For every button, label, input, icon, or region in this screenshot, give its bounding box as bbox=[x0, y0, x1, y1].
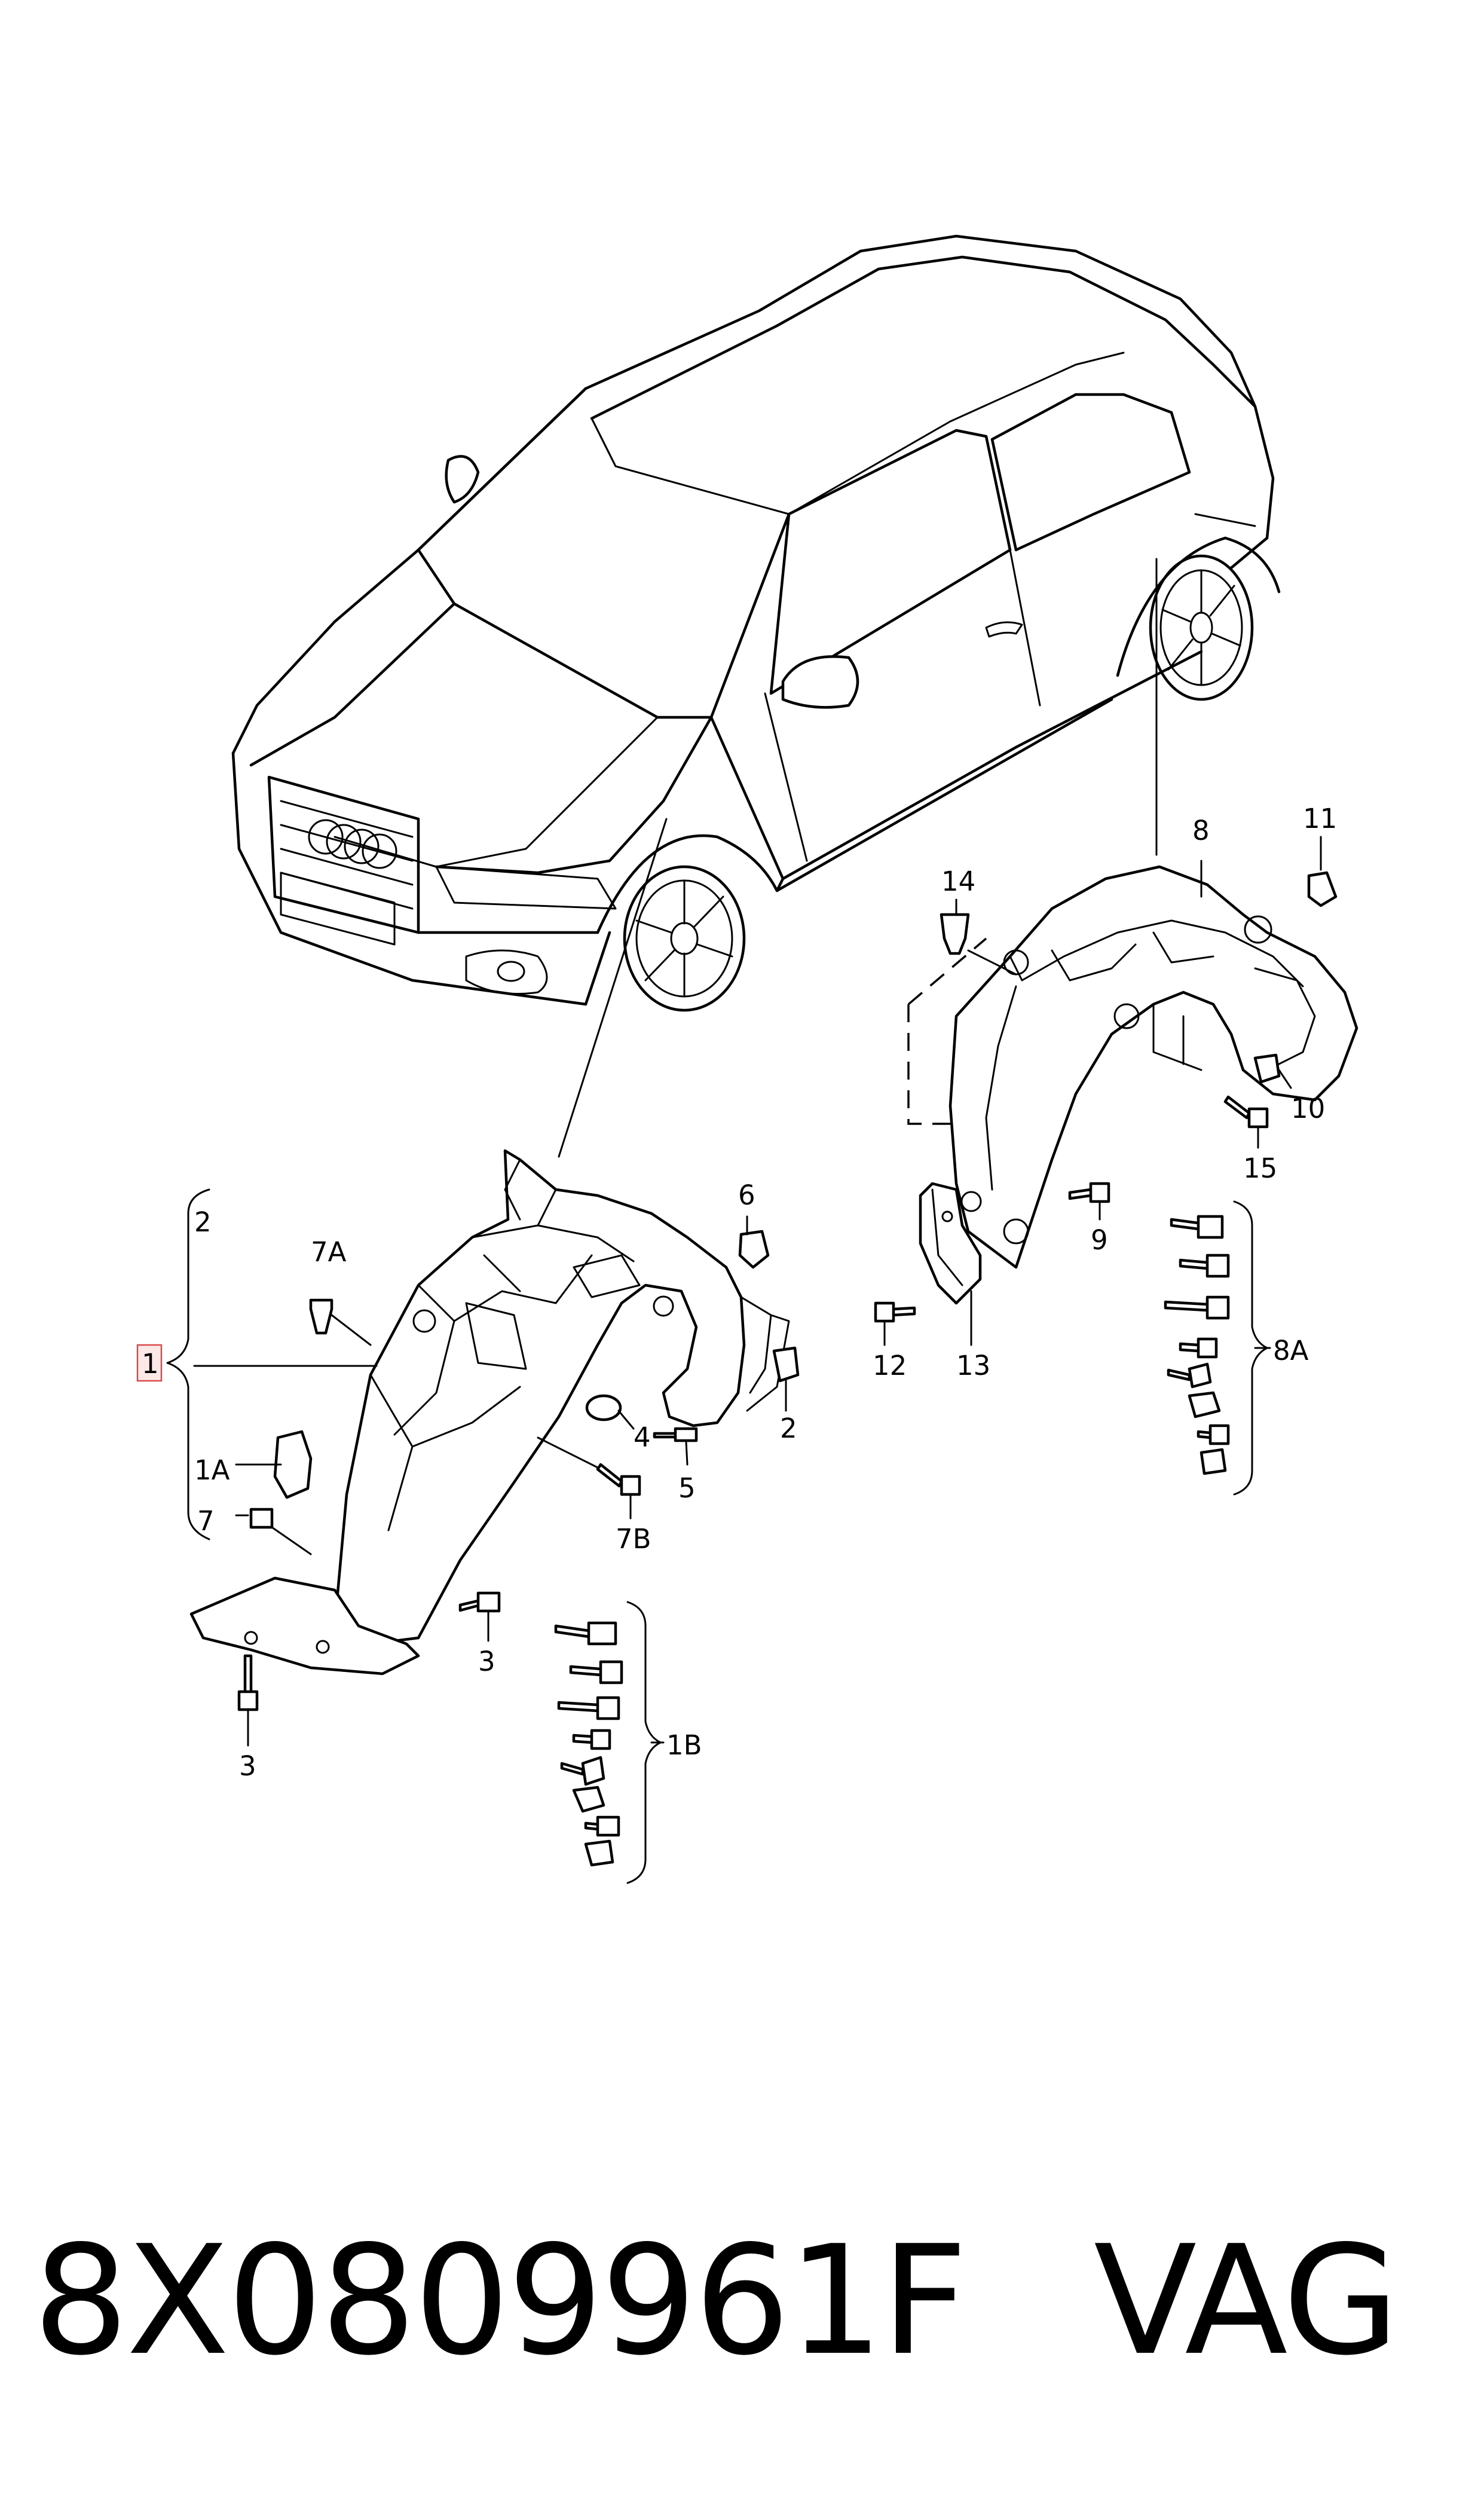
clip-2-icon bbox=[772, 1346, 800, 1383]
nut-10-icon bbox=[1253, 1053, 1281, 1084]
callout-3-upper: 3 bbox=[478, 1646, 495, 1677]
callout-9: 9 bbox=[1091, 1224, 1108, 1256]
screw-3a-icon bbox=[458, 1591, 501, 1613]
callout-1A: 1A bbox=[194, 1454, 230, 1486]
callout-1: 1 bbox=[142, 1348, 159, 1380]
callout-15: 15 bbox=[1243, 1152, 1277, 1184]
callout-14: 14 bbox=[941, 866, 975, 897]
leader-lines bbox=[193, 836, 1322, 1747]
screw-3b-icon bbox=[237, 1654, 259, 1711]
nut-7-icon bbox=[249, 1508, 274, 1529]
fastener-kit-8A-icon bbox=[1164, 1215, 1230, 1475]
callout-3-lower: 3 bbox=[239, 1750, 256, 1782]
fasteners bbox=[237, 871, 1338, 1867]
callout-2-front: 2 bbox=[194, 1206, 212, 1238]
callout-7B: 7B bbox=[616, 1523, 651, 1555]
callout-12: 12 bbox=[873, 1350, 907, 1381]
screw-15-icon bbox=[1223, 1095, 1269, 1129]
callout-labels: 1 2 7A 1A 7 6 2 4 5 7B 3 3 1B 14 8 11 10… bbox=[136, 803, 1337, 1782]
callout-5: 5 bbox=[678, 1472, 696, 1504]
brace-group-1 bbox=[166, 1188, 210, 1540]
callout-1-highlight bbox=[136, 1344, 163, 1382]
callout-8A: 8A bbox=[1273, 1335, 1309, 1366]
nut-4-icon bbox=[585, 1394, 622, 1421]
grommet-6-icon bbox=[738, 1230, 770, 1269]
callout-1B: 1B bbox=[666, 1729, 702, 1761]
front-wheel-liner-1 bbox=[189, 1149, 790, 1676]
brand-name: VAG bbox=[1094, 2214, 1400, 2389]
screw-9-icon bbox=[1068, 1182, 1110, 1203]
callout-4: 4 bbox=[634, 1421, 651, 1453]
front-liner-pointer bbox=[558, 818, 668, 1158]
screw-7B-icon bbox=[596, 1463, 641, 1496]
part-number: 8X0809961F bbox=[33, 2214, 968, 2389]
callout-11: 11 bbox=[1303, 803, 1337, 834]
callout-7: 7 bbox=[197, 1505, 215, 1537]
callout-7A: 7A bbox=[311, 1236, 347, 1268]
clip-14-icon bbox=[940, 913, 970, 955]
callout-2-clip: 2 bbox=[780, 1413, 797, 1444]
clip-7A-icon bbox=[309, 1298, 333, 1335]
callout-13: 13 bbox=[956, 1350, 990, 1381]
screw-12-icon bbox=[874, 1301, 916, 1323]
callout-8: 8 bbox=[1192, 815, 1210, 846]
callout-6: 6 bbox=[738, 1179, 755, 1211]
screw-5-icon bbox=[653, 1427, 698, 1442]
callout-10: 10 bbox=[1291, 1093, 1325, 1124]
car-illustration bbox=[231, 234, 1281, 1012]
fastener-kit-1B-icon bbox=[554, 1621, 623, 1867]
clip-11-icon bbox=[1307, 871, 1338, 907]
seal-1A-icon bbox=[273, 1430, 313, 1499]
